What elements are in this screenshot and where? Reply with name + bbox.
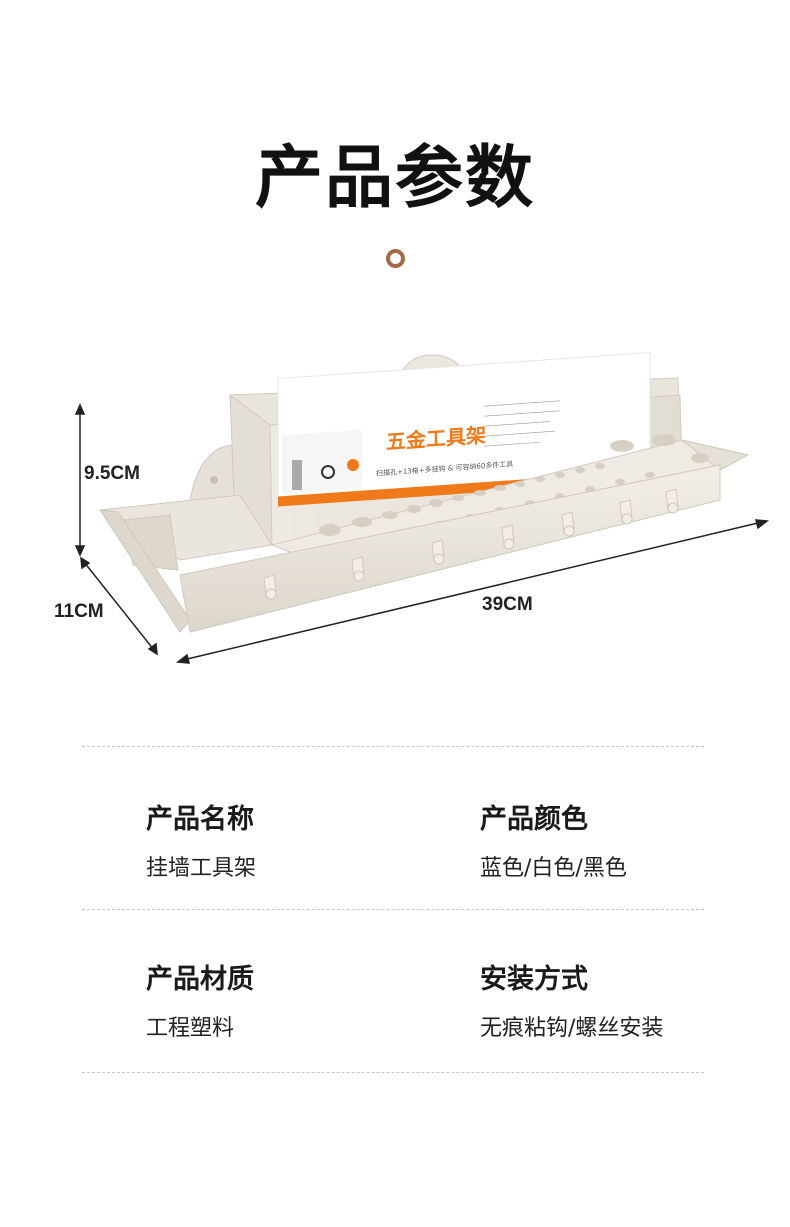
spec-product-name: 产品名称 挂墙工具架 <box>146 797 256 882</box>
spec-value: 工程塑料 <box>146 1016 235 1041</box>
spec-label: 产品材质 <box>146 964 254 995</box>
spec-label: 安装方式 <box>480 964 588 995</box>
spec-value: 无痕粘钩/螺丝安装 <box>480 1016 664 1041</box>
spec-product-color: 产品颜色 蓝色/白色/黑色 <box>480 797 627 882</box>
divider <box>82 746 704 747</box>
dimension-width-label: 39CM <box>482 594 533 615</box>
spec-product-material: 产品材质 工程塑料 <box>146 957 254 1042</box>
spec-label: 产品名称 <box>146 804 254 835</box>
divider <box>82 1072 704 1073</box>
dimension-height-label: 9.5CM <box>84 463 140 484</box>
spec-value: 蓝色/白色/黑色 <box>480 856 627 881</box>
title-ring-icon <box>386 249 405 268</box>
spec-installation: 安装方式 无痕粘钩/螺丝安装 <box>480 957 663 1042</box>
dimension-depth-label: 11CM <box>54 601 104 622</box>
product-image: 五金工具架 扫描孔+13格+多挂钩 & 可容纳60多件工具 <box>74 352 769 664</box>
spec-value: 挂墙工具架 <box>146 856 257 881</box>
spec-label: 产品颜色 <box>480 804 588 835</box>
divider <box>82 909 704 910</box>
page-title: 产品参数 <box>254 139 535 218</box>
